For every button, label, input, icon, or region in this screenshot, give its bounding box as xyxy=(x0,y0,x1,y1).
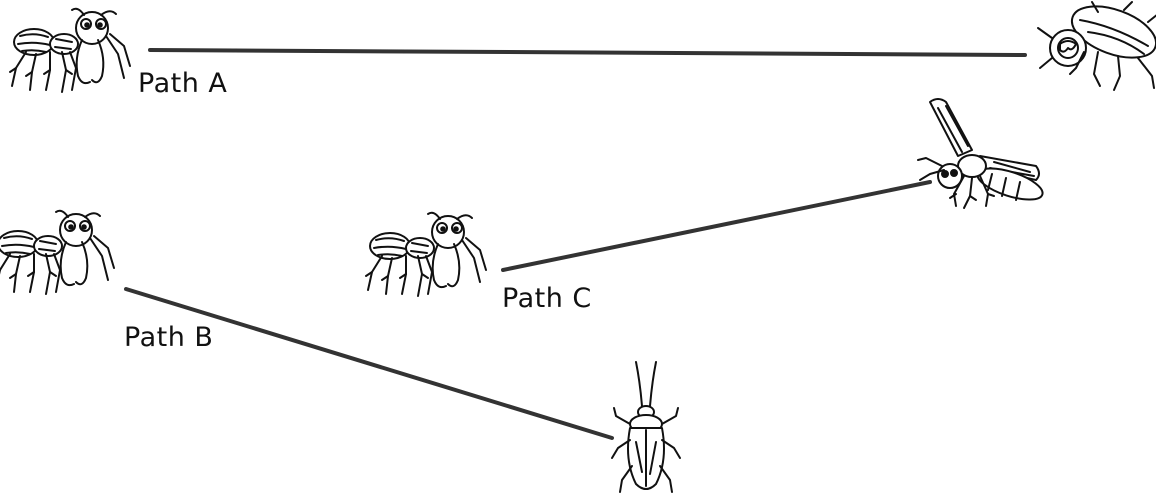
wasp-icon xyxy=(918,99,1046,208)
cockroach-icon xyxy=(612,362,680,492)
path-a-line xyxy=(150,50,1025,55)
beetle-icon xyxy=(1038,0,1156,90)
ant-icon xyxy=(0,211,114,294)
path-b-label: Path B xyxy=(124,324,213,351)
ant-icon xyxy=(366,213,486,296)
path-c-label: Path C xyxy=(502,285,592,312)
path-a-label: Path A xyxy=(138,70,227,97)
ant-icon xyxy=(10,9,130,92)
path-c-line xyxy=(503,182,930,270)
